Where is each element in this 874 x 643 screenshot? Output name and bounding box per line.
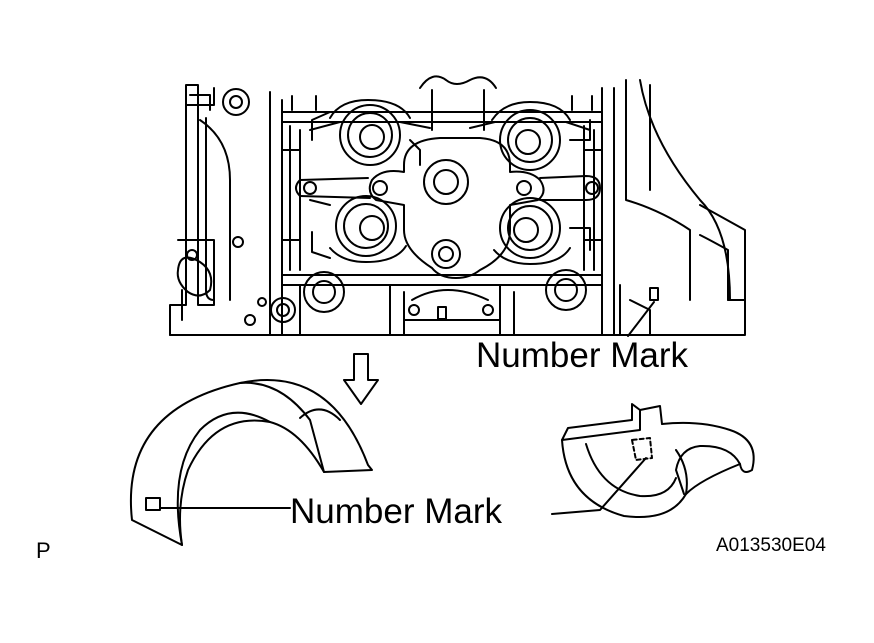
- figure-code: A013530E04: [716, 535, 826, 556]
- down-arrow-icon: [343, 353, 379, 405]
- bottom-rail: [299, 269, 651, 336]
- bottom-number-mark-label: Number Mark: [290, 492, 502, 531]
- cam-cap-lower-left: [309, 195, 407, 263]
- block-number-mark-leader: [627, 301, 655, 337]
- top-number-mark-label: Number Mark: [476, 336, 688, 375]
- cam-cap-upper-right: [469, 101, 591, 171]
- engine-block: [169, 75, 746, 337]
- cam-cap-lower-right: [493, 197, 591, 265]
- bearing-shell-small: [561, 403, 755, 518]
- center-casting: [295, 137, 601, 279]
- block-number-mark-box: [649, 287, 659, 301]
- view-letter: P: [36, 538, 51, 563]
- bearing-shell-large: [129, 379, 373, 546]
- cam-cap-upper-left: [309, 99, 431, 166]
- bottom-right-leader: [551, 457, 647, 515]
